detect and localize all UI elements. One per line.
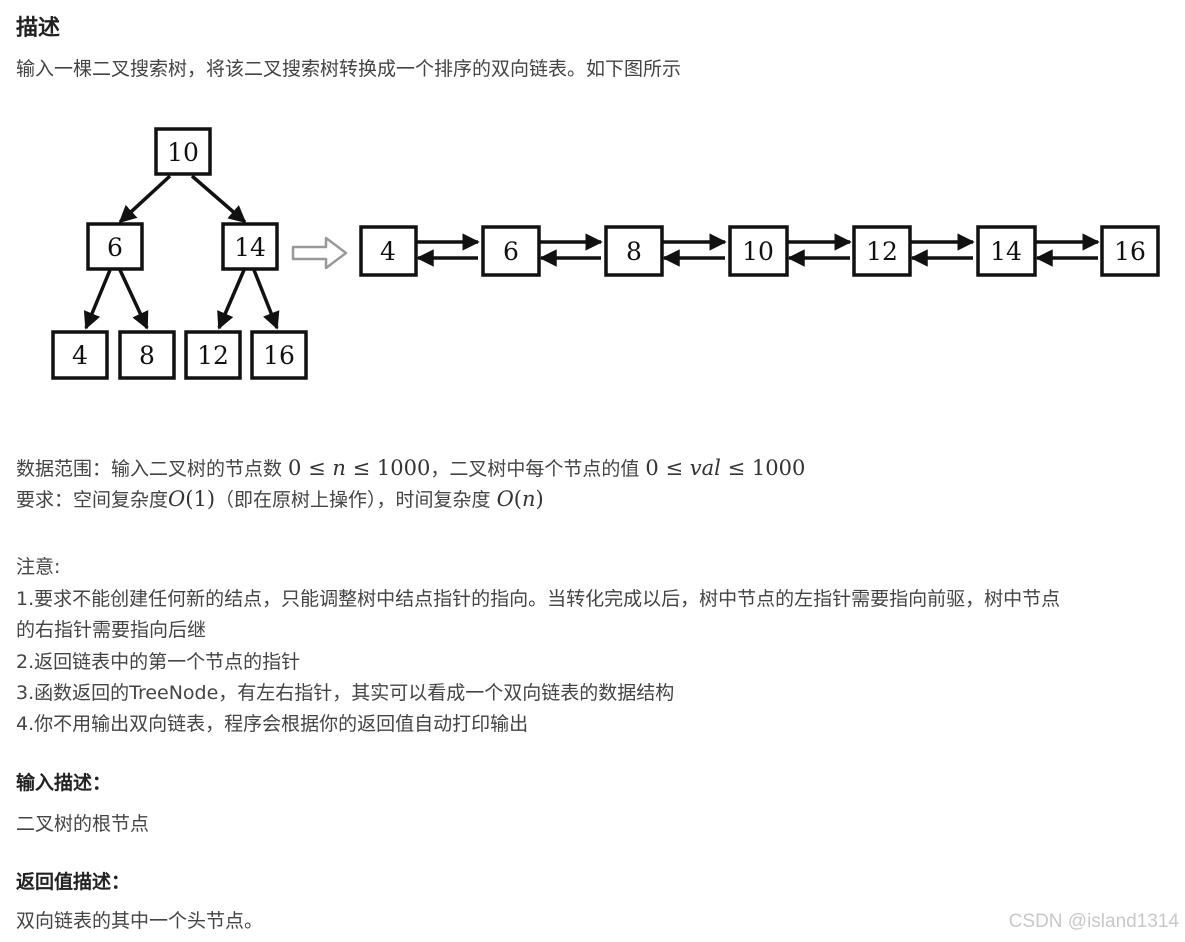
node-value-formula: 0 ≤ val ≤ 1000: [645, 456, 805, 480]
output-title: 返回值描述：: [16, 871, 131, 893]
time-complexity-formula: O(n): [497, 487, 544, 511]
note-item: 3.函数返回的TreeNode，有左右指针，其实可以看成一个双向链表的数据结构: [16, 682, 675, 704]
math-term: ≤: [308, 456, 326, 480]
tree-node-6: 6: [86, 222, 144, 271]
math-term: ≤: [665, 456, 684, 480]
section-title: 描述: [16, 16, 61, 41]
math-var: val: [689, 456, 721, 480]
node-count-formula: 0 ≤ n ≤ 1000: [288, 456, 430, 480]
math-var: n: [521, 487, 536, 511]
tree-node-12: 12: [184, 330, 242, 380]
math-term: (: [513, 487, 522, 511]
tree-node-label: 8: [139, 341, 155, 370]
tree-node-label: 4: [72, 341, 88, 370]
tree-node-label: 6: [107, 233, 123, 262]
tree-node-8: 8: [118, 330, 176, 380]
edge-6-4: [83, 269, 112, 330]
math-var: O: [168, 487, 186, 511]
list-node-label: 8: [626, 237, 642, 266]
edge-14-16: [252, 269, 280, 330]
note-item: 1.要求不能创建任何新的结点，只能调整树中结点指针的指向。当转化完成以后，树中节…: [16, 588, 1061, 610]
list-node: 14: [976, 225, 1037, 277]
list-node-label: 12: [866, 237, 898, 266]
list-node: 6: [481, 225, 541, 277]
math-term: ≤: [352, 456, 371, 480]
list-node-label: 14: [990, 237, 1022, 266]
math-term: ): [206, 487, 216, 511]
edge-10-14: [190, 174, 247, 224]
edge-10-6: [118, 174, 172, 224]
list-node: 12: [852, 225, 912, 277]
tree-node-label: 12: [197, 341, 229, 370]
list-node-label: 6: [503, 237, 519, 266]
math-term: 1000: [376, 456, 431, 480]
transform-arrow-icon: [291, 236, 348, 270]
input-text: 二叉树的根节点: [16, 813, 150, 835]
list-node-label: 10: [742, 237, 774, 266]
requirement-middle: （即在原树上操作），时间复杂度: [215, 489, 497, 511]
math-term: ≤: [727, 456, 746, 480]
math-term: 0: [645, 456, 659, 480]
list-node: 4: [359, 225, 418, 277]
watermark: CSDN @island1314: [1008, 911, 1179, 932]
data-range-line: 数据范围：输入二叉树的节点数 0 ≤ n ≤ 1000，二叉树中每个节点的值 0…: [16, 456, 805, 481]
tree-node-16: 16: [250, 330, 308, 380]
data-range-prefix: 数据范围：输入二叉树的节点数: [16, 458, 289, 480]
data-range-middle: ，二叉树中每个节点的值: [430, 458, 646, 480]
list-node: 8: [604, 225, 664, 277]
edge-6-8: [118, 269, 149, 330]
bst-to-list-figure: 10 6 14 4 8 12 16: [51, 127, 1160, 380]
list-node: 10: [728, 225, 789, 277]
output-text: 双向链表的其中一个头节点。: [16, 910, 264, 932]
math-term: (: [185, 487, 194, 511]
list-node: 16: [1100, 225, 1160, 277]
space-complexity-formula: O(1): [168, 487, 215, 511]
list-node-label: 16: [1114, 237, 1146, 266]
math-term: 1000: [751, 456, 806, 480]
tree-node-label: 10: [167, 138, 199, 167]
note-title: 注意:: [16, 556, 61, 578]
tree-node-root: 10: [154, 127, 212, 176]
note-item: 2.返回链表中的第一个节点的指针: [16, 651, 301, 673]
intro-text: 输入一棵二叉搜索树，将该二叉搜索树转换成一个排序的双向链表。如下图所示: [16, 58, 682, 80]
note-item: 的右指针需要指向后继: [16, 619, 207, 641]
edge-14-12: [217, 269, 246, 330]
tree-edges: [83, 174, 280, 330]
tree-node-4: 4: [51, 330, 109, 380]
math-var: O: [496, 487, 514, 511]
requirement-prefix: 要求：空间复杂度: [16, 489, 169, 511]
requirement-line: 要求：空间复杂度O(1)（即在原树上操作），时间复杂度 O(n): [16, 487, 544, 512]
math-term: 0: [288, 456, 302, 480]
math-term: 1: [193, 487, 207, 511]
tree-node-label: 14: [234, 233, 266, 262]
input-title: 输入描述：: [16, 772, 112, 794]
math-term: ): [535, 487, 544, 511]
tree-node-label: 16: [263, 341, 295, 370]
tree-node-14: 14: [221, 222, 279, 271]
list-links: [416, 233, 1100, 267]
list-node-label: 4: [380, 237, 396, 266]
math-var: n: [332, 456, 346, 480]
note-item: 4.你不用输出双向链表，程序会根据你的返回值自动打印输出: [16, 713, 529, 735]
